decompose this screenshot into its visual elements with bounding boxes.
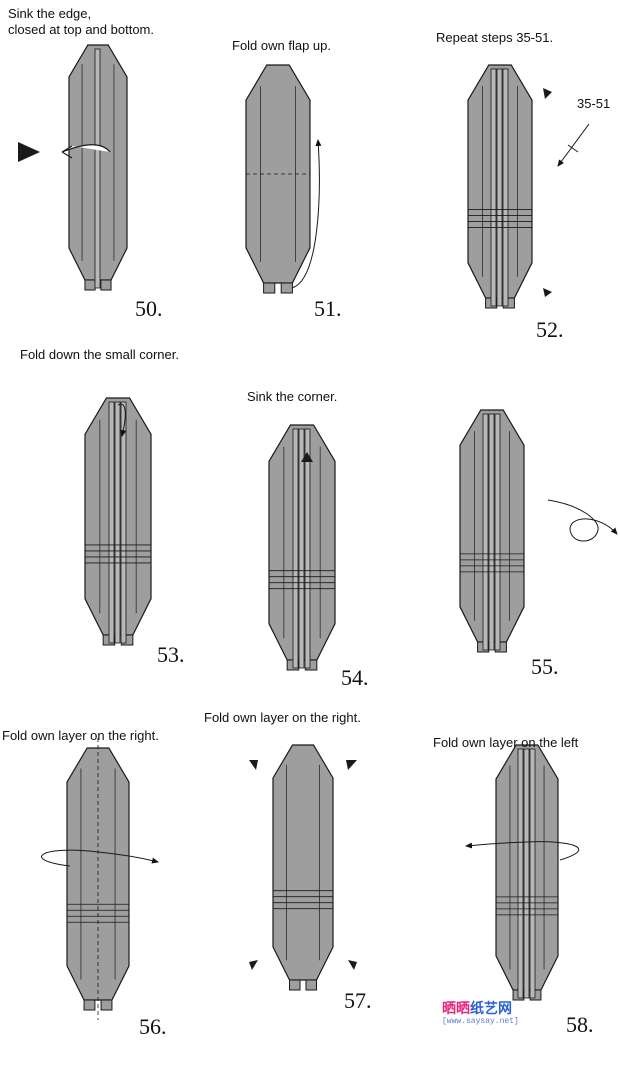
step-57-arrowhead-tl: [249, 760, 258, 770]
step-51-fold-up-arrow: [291, 139, 322, 289]
step-57-arrowhead-br: [348, 960, 357, 970]
step-55-model: [459, 409, 525, 653]
step-57-arrowhead-bl: [249, 960, 258, 970]
step-56-model: [66, 738, 130, 1020]
watermark-url: [www.saysay.net]: [442, 1017, 519, 1026]
step-number-54: 54.: [341, 665, 369, 690]
step-50-push-arrowhead: [18, 142, 40, 162]
step-54-sink-arrowhead: [301, 452, 313, 462]
step-50-sink-arrow: [61, 144, 111, 159]
step-52-top-arrowhead: [543, 88, 552, 99]
step-56-caption: Fold own layer on the right.: [2, 728, 159, 743]
step-57-arrowhead-tr: [346, 760, 357, 770]
watermark-logo: 晒晒纸艺网: [442, 998, 512, 1018]
step-58-model: [495, 744, 559, 1001]
step-53-caption: Fold down the small corner.: [20, 347, 179, 362]
step-54-caption: Sink the corner.: [247, 389, 338, 404]
step-52-bottom-arrowhead: [543, 288, 552, 297]
step-56-fold-arrow: [41, 849, 159, 867]
step-52-reference-label: 35-51: [577, 96, 611, 111]
step-52-repeat-arrow: [557, 123, 590, 167]
step-51-caption: Fold own flap up.: [232, 38, 332, 53]
step-58-caption: Fold own layer on the left: [433, 735, 579, 750]
step-52-model: [467, 64, 533, 309]
step-57-model: [272, 744, 334, 991]
step-number-51: 51.: [314, 296, 342, 321]
step-number-57: 57.: [344, 988, 372, 1013]
step-53-fold-corner-arrow: [117, 403, 127, 437]
step-52-repeat-tick: [567, 144, 579, 153]
step-number-52: 52.: [536, 317, 564, 342]
step-number-53: 53.: [157, 642, 185, 667]
watermark-logo-blue: 纸艺网: [470, 1001, 512, 1017]
watermark-logo-pink: 晒晒: [442, 1001, 470, 1017]
step-55-turn-over-symbol: [547, 499, 618, 542]
step-57-caption: Fold own layer on the right.: [204, 710, 361, 725]
step-50-model: [68, 44, 128, 291]
step-number-58: 58.: [566, 1012, 594, 1037]
step-number-50: 50.: [135, 296, 163, 321]
step-number-55: 55.: [531, 654, 559, 679]
step-53-model: [84, 397, 152, 646]
step-54-model: [268, 424, 336, 671]
step-number-56: 56.: [139, 1014, 167, 1039]
step-58-fold-arrow: [465, 841, 580, 861]
step-51-model: [245, 64, 311, 294]
step-50-caption-line2: closed at top and bottom.: [8, 22, 154, 37]
step-50-caption-line1: Sink the edge,: [8, 6, 92, 21]
step-52-caption: Repeat steps 35-51.: [436, 30, 554, 45]
